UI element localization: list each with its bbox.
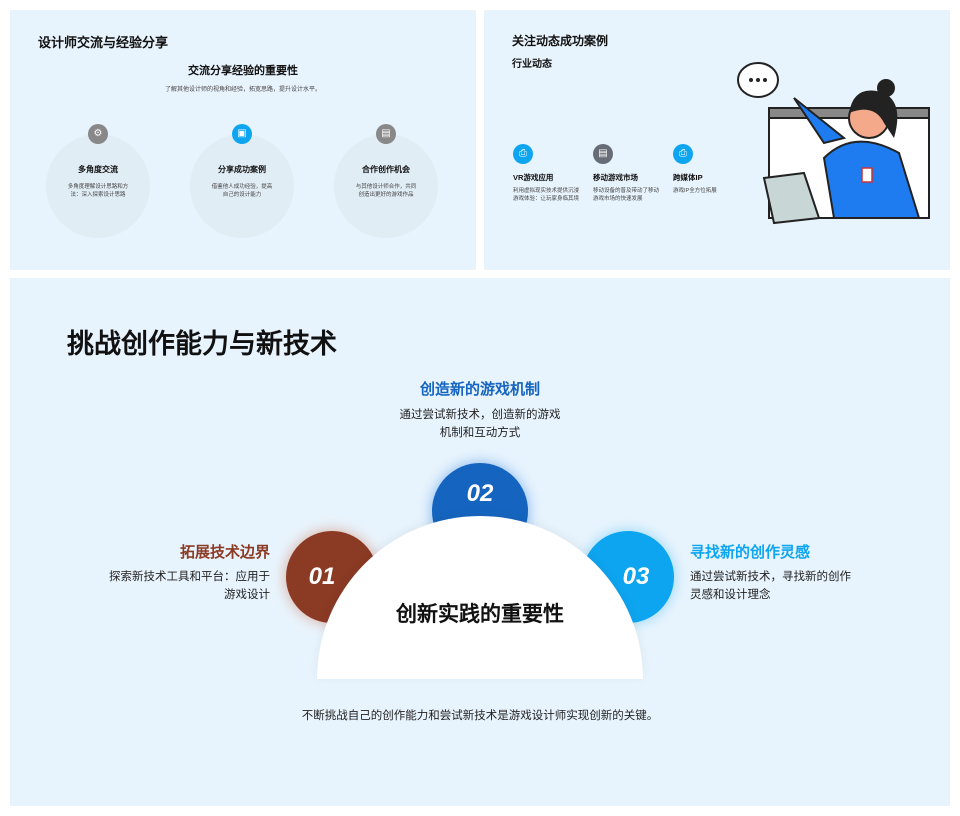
slide-thumbnail-trends[interactable]: 关注动态成功案例 行业动态 ⎙VR游戏应用利用虚拟现实技术提供沉浸游戏体验：让玩…	[484, 10, 950, 270]
slide-subtitle: 行业动态	[512, 59, 552, 70]
feature-vr: ⎙VR游戏应用利用虚拟现实技术提供沉浸游戏体验：让玩家身临其境	[513, 144, 583, 203]
printer-icon: ⎙	[513, 144, 533, 164]
printer-icon: ⎙	[673, 144, 693, 164]
card-collaboration: ▤合作创作机会与其他设计师合作，共同创造出更好的游戏作品	[334, 124, 438, 238]
item-02-desc: 通过尝试新技术，创造新的游戏机制和互动方式	[399, 409, 561, 439]
card-multi-angle: ⚙多角度交流多角度理解设计思路和方法：深入探索设计思路	[46, 124, 150, 238]
section-heading: 交流分享经验的重要性	[188, 65, 298, 77]
slide-main: 挑战创作能力与新技术 创造新的游戏机制 通过尝试新技术，创造新的游戏机制和互动方…	[10, 278, 950, 806]
feature-mobile: ▤移动游戏市场移动设备的普及带动了移动游戏市场的快速发展	[593, 144, 663, 203]
footer-text: 不断挑战自己的创作能力和尝试新技术是游戏设计师实现创新的关键。	[301, 710, 659, 722]
card-share-cases: ▣分享成功案例借鉴他人成功经验，提高自己的设计能力	[190, 124, 294, 238]
slide-title: 关注动态成功案例	[512, 34, 609, 48]
slide-thumbnail-exchange[interactable]: 设计师交流与经验分享 交流分享经验的重要性 了解其他设计师的视角和经验，拓宽思路…	[10, 10, 476, 270]
item-02-title: 创造新的游戏机制	[419, 381, 540, 398]
illustration-woman-laptop	[737, 62, 930, 225]
image-icon: ▣	[232, 124, 252, 144]
section-subtitle: 了解其他设计师的视角和经验，拓宽思路，提升设计水平。	[164, 87, 321, 93]
gear-icon: ⚙	[88, 124, 108, 144]
item-03-desc: 通过尝试新技术，寻找新的创作灵感和设计理念	[690, 571, 851, 601]
item-03-title: 寻找新的创作灵感	[690, 544, 811, 561]
item-01-desc: 探索新技术工具和平台：应用于游戏设计	[109, 571, 270, 601]
center-title: 创新实践的重要性	[396, 603, 564, 626]
briefcase-icon: ▤	[376, 124, 396, 144]
item-01-title: 拓展技术边界	[179, 544, 270, 561]
clipboard-icon: ▤	[593, 144, 613, 164]
slide-title: 设计师交流与经验分享	[38, 35, 169, 50]
slide-title: 挑战创作能力与新技术	[67, 329, 337, 359]
